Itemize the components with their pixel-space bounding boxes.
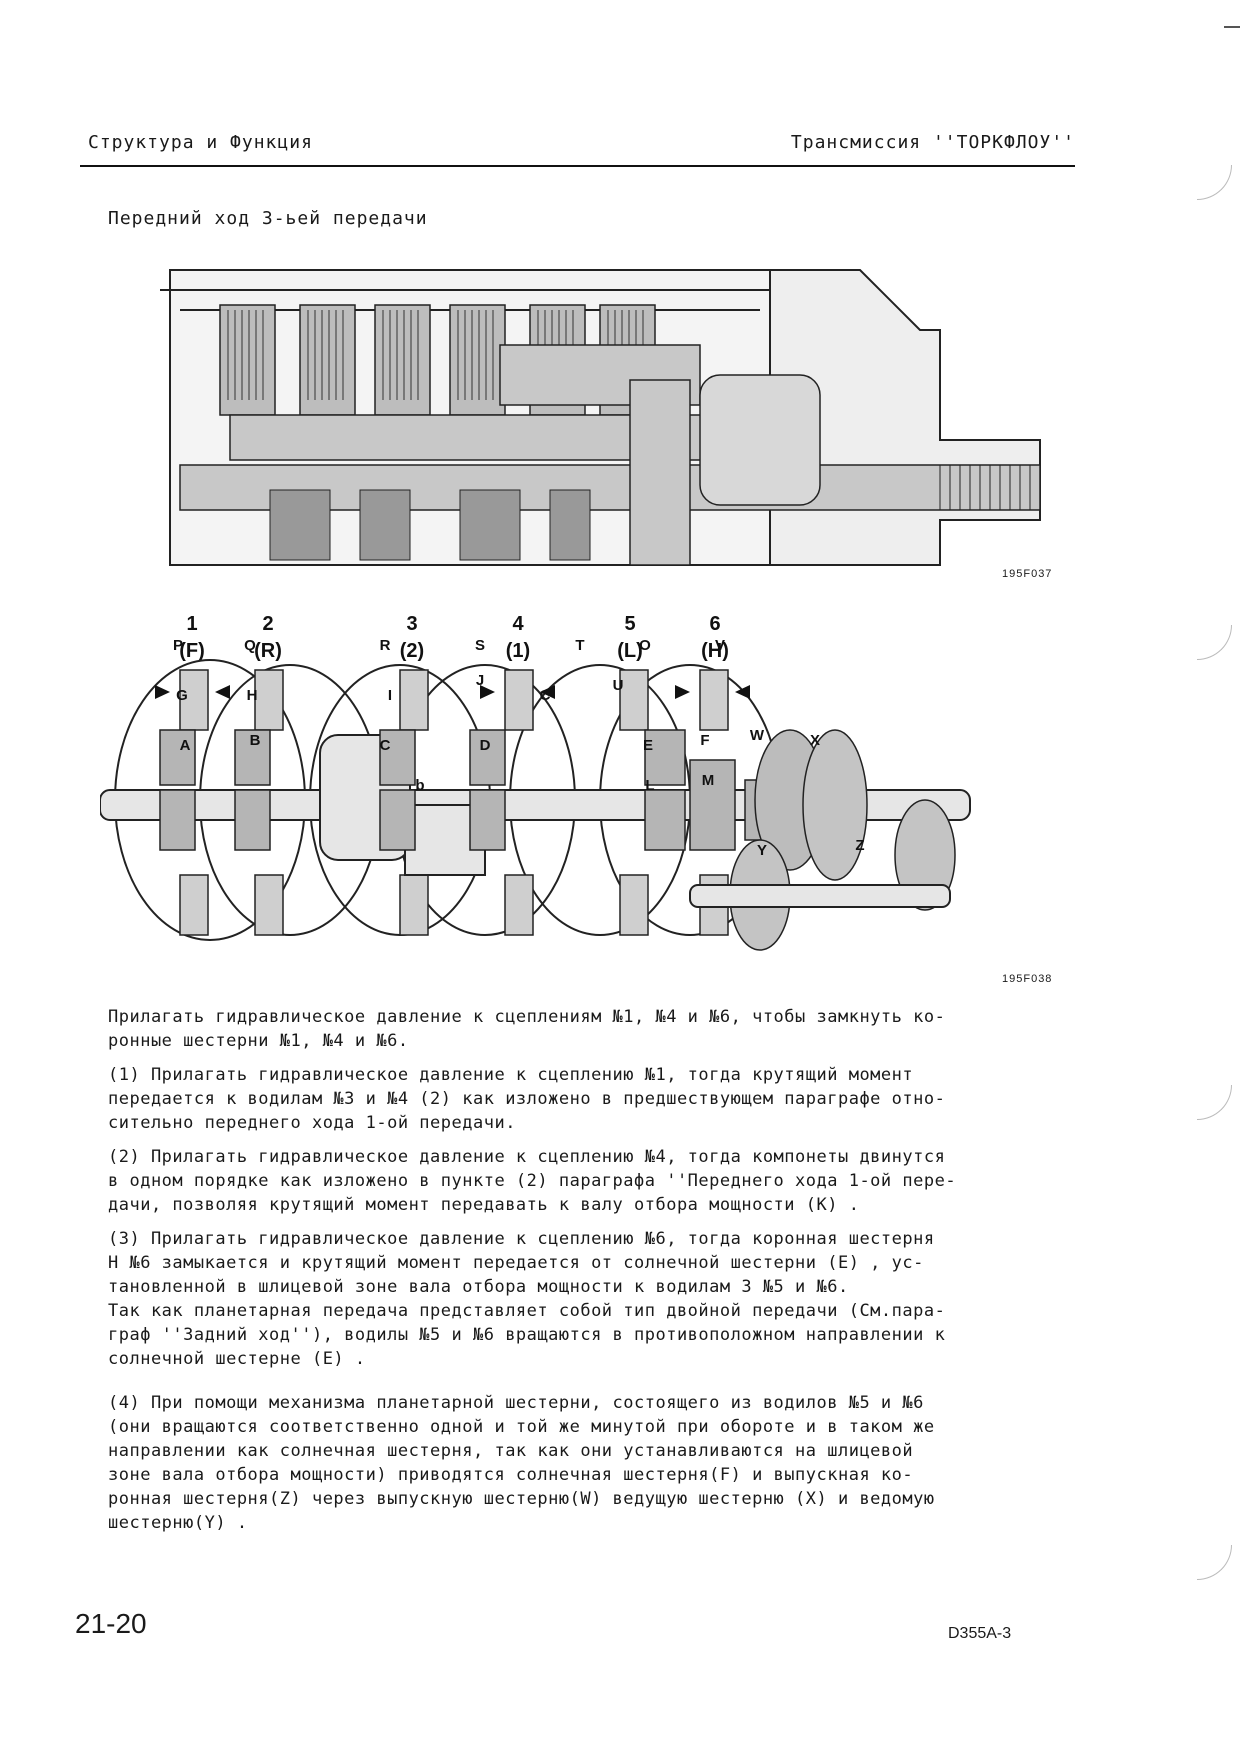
document-code: D355A-3: [948, 1625, 1012, 1642]
margin-mark: [1197, 1085, 1232, 1120]
margin-mark: [1197, 625, 1232, 660]
gear-letter-O: O: [639, 637, 651, 654]
margin-mark: [1197, 1545, 1232, 1580]
gear-letter-b: b: [415, 777, 424, 794]
gear-letter-P: P: [173, 637, 183, 654]
gear-letter-T: T: [575, 637, 584, 654]
paragraph-intro: Прилагать гидравлическое давление к сцеп…: [108, 1007, 946, 1051]
transmission-cross-section-figure: [160, 269, 1041, 566]
clutch-4-sub: (1): [506, 640, 530, 662]
gear-letter-E: E: [643, 737, 653, 754]
gear-letter-Z: Z: [855, 837, 864, 854]
gear-letter-I: I: [388, 687, 392, 704]
clutch-3-sub: (2): [400, 640, 424, 662]
paragraph-3: (3) Прилагать гидравлическое давление к …: [108, 1229, 946, 1369]
clutch-2-sub: (R): [254, 640, 282, 662]
gear-letter-B: B: [250, 732, 261, 749]
gear-letter-J: J: [476, 672, 484, 689]
body-text: Прилагать гидравлическое давление к сцеп…: [108, 1005, 1078, 1545]
clutch-1-number: 1: [186, 613, 197, 635]
header-title: Трансмиссия ''ТОРКФЛОУ'': [790, 132, 1075, 153]
header-rule: [80, 165, 1075, 167]
gear-letter-D: D: [480, 737, 491, 754]
margin-mark: [1197, 165, 1232, 200]
paragraph-1: (1) Прилагать гидравлическое давление к …: [108, 1065, 946, 1133]
clutch-3-number: 3: [406, 613, 417, 635]
gear-letter-Y: Y: [757, 842, 767, 859]
corner-tick: [1224, 26, 1240, 28]
gear-letter-V: V: [715, 637, 725, 654]
clutch-2-number: 2: [262, 613, 273, 635]
header-section: Структура и Функция: [88, 132, 313, 153]
gear-letter-X: X: [810, 732, 820, 749]
gear-letter-W: W: [750, 727, 765, 744]
figure1-id: 195F037: [1002, 568, 1053, 580]
page-number: 21-20: [75, 1608, 147, 1639]
gear-letter-Q: Q: [244, 637, 256, 654]
paragraph-4: (4) При помощи механизма планетарной шес…: [108, 1393, 935, 1533]
clutch-6-number: 6: [709, 613, 720, 635]
gear-letter-R: R: [380, 637, 391, 654]
figure2-id: 195F038: [1002, 973, 1053, 985]
gear-letter-G: G: [176, 687, 188, 704]
gear-letter-F: F: [700, 732, 709, 749]
gear-letter-M: M: [702, 772, 715, 789]
clutch-4-number: 4: [512, 613, 524, 635]
gear-letter-H: H: [247, 687, 258, 704]
section-title: Передний ход 3-ьей передачи: [108, 208, 428, 229]
clutch-1-sub: (F): [179, 640, 205, 662]
gear-letter-C-upper: C: [540, 687, 551, 704]
gear-letter-L: L: [645, 777, 654, 794]
gear-letter-A: A: [180, 737, 191, 754]
gear-letter-C: C: [380, 737, 391, 754]
gear-letter-U: U: [613, 677, 624, 694]
clutch-6-sub: (H): [701, 640, 729, 662]
clutch-5-number: 5: [624, 613, 635, 635]
gear-letter-S: S: [475, 637, 485, 654]
planetary-gear-schematic-figure: 1 (F) 2 (R) 3 (2) 4 (1) 5 (L) 6 (H): [100, 613, 971, 951]
paragraph-2: (2) Прилагать гидравлическое давление к …: [108, 1147, 957, 1215]
clutch-5-sub: (L): [617, 640, 643, 662]
